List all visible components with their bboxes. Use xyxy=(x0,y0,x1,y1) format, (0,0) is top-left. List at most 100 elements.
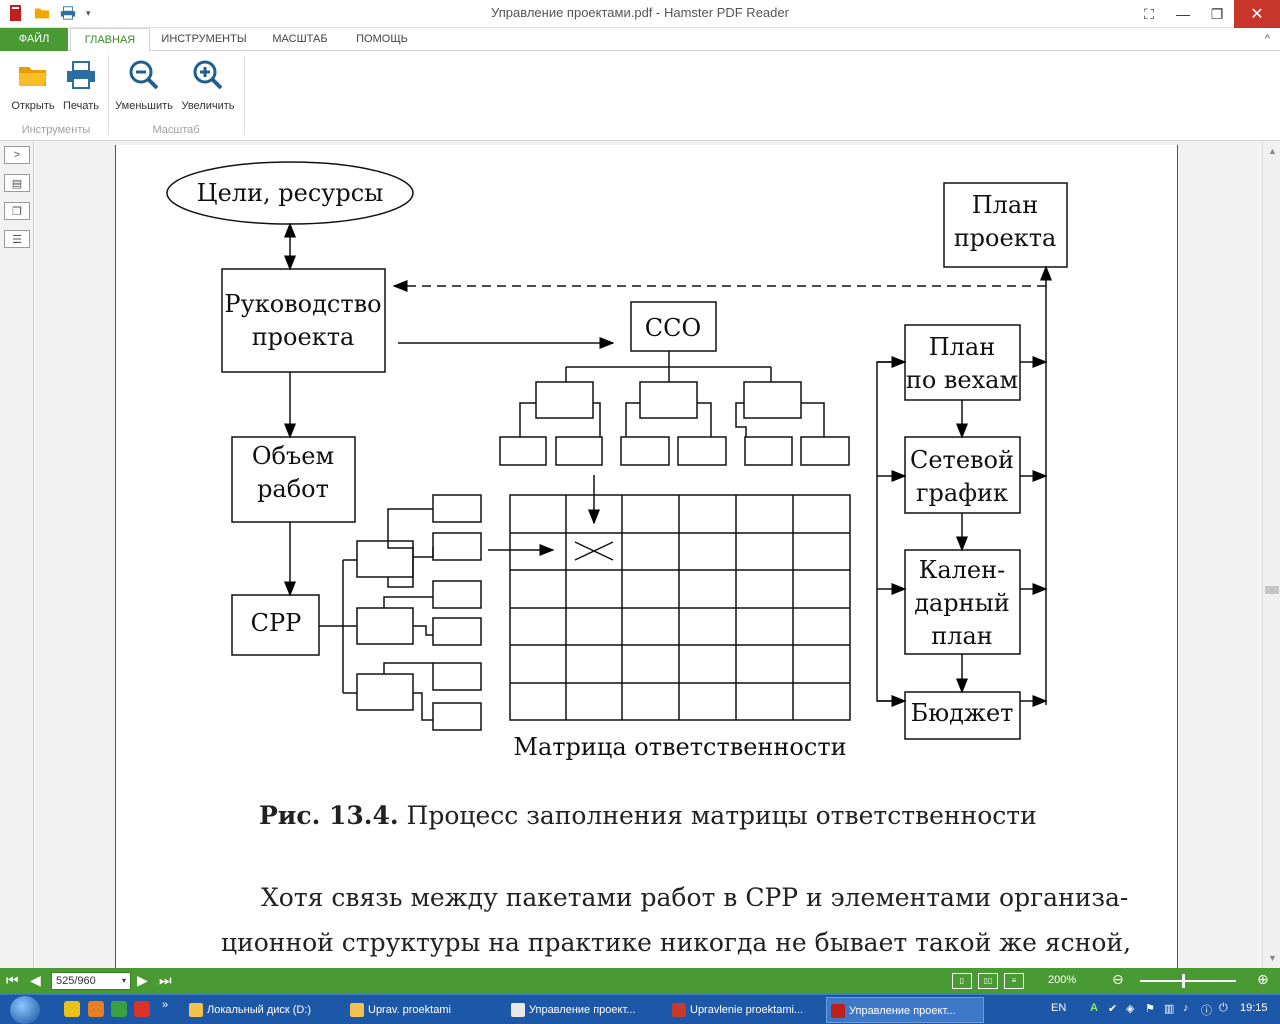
pages-icon[interactable]: ❐ xyxy=(4,202,30,220)
matrix-label: Матрица ответственности xyxy=(513,733,846,761)
yandex-browser-icon[interactable] xyxy=(134,1001,150,1017)
app-logo-icon xyxy=(10,5,21,21)
taskbar-item-hamster-active[interactable]: Управление проект... xyxy=(826,997,984,1023)
prev-page-icon[interactable]: ◀ xyxy=(30,972,41,988)
tab-home[interactable]: ГЛАВНАЯ xyxy=(70,28,150,52)
project-plan-label-1: План xyxy=(972,191,1038,219)
window-controls: ⛶ — ❐ ✕ xyxy=(1132,0,1280,28)
group-separator xyxy=(108,55,109,135)
open-folder-icon[interactable] xyxy=(34,4,50,22)
collapse-ribbon-icon[interactable]: ^ xyxy=(1264,33,1270,45)
hamster-pdf-icon xyxy=(831,1004,845,1018)
paragraph-line: Хотя связь между пакетами работ в СРР и … xyxy=(261,883,1129,912)
bookmarks-icon[interactable]: ☰ xyxy=(4,230,30,248)
folder-icon xyxy=(350,1003,364,1017)
language-indicator[interactable]: EN xyxy=(1051,1002,1067,1014)
quick-access-toolbar: ▾ xyxy=(8,4,91,22)
tab-help[interactable]: ПОМОЩЬ xyxy=(356,33,408,45)
chrome-icon[interactable] xyxy=(64,1001,80,1017)
app-quicklaunch-icon[interactable] xyxy=(111,1001,127,1017)
folder-icon xyxy=(189,1003,203,1017)
pdf-icon xyxy=(672,1003,686,1017)
milestone-plan-label-1: План xyxy=(929,333,995,361)
taskbar-item-folder[interactable]: Uprav. proektami xyxy=(346,997,504,1023)
print-icon[interactable] xyxy=(60,4,76,22)
last-page-icon[interactable]: ⏭ xyxy=(159,972,172,988)
taskbar-item-label: Upravlenie proektami... xyxy=(690,1004,804,1016)
taskbar-item-pdf-2[interactable]: Upravlenie proektami... xyxy=(668,997,826,1023)
page-indicator: 525/960 xyxy=(56,975,96,987)
taskbar-item-pdf-1[interactable]: Управление проект... xyxy=(507,997,665,1023)
tab-scale[interactable]: МАСШТАБ xyxy=(272,33,328,45)
title-bar: ▾ Управление проектами.pdf - Hamster PDF… xyxy=(0,0,1280,28)
qat-customize-icon[interactable]: ▾ xyxy=(86,7,91,18)
zoom-out-button[interactable]: Уменьшить xyxy=(113,57,175,112)
document-viewport[interactable]: Цели, ресурсы План проекта Руководство п… xyxy=(35,141,1262,968)
open-label: Открыть xyxy=(11,100,55,112)
next-page-icon[interactable]: ▶ xyxy=(137,972,148,988)
management-label-1: Руководство xyxy=(224,290,381,318)
responsibility-matrix-diagram: Цели, ресурсы План проекта Руководство п… xyxy=(166,161,1068,761)
print-button[interactable]: Печать xyxy=(56,57,106,112)
single-page-view-icon[interactable]: ▯ xyxy=(952,973,972,989)
tray-info-icon[interactable]: ⓘ xyxy=(1201,1005,1212,1017)
zoom-plus-icon[interactable]: ⊕ xyxy=(1257,971,1269,987)
tray-app-icon[interactable]: A xyxy=(1090,1002,1098,1014)
scope-label-2: работ xyxy=(257,475,329,503)
zoom-in-button[interactable]: Увеличить xyxy=(177,57,239,112)
zoom-out-label: Уменьшить xyxy=(115,100,173,112)
tab-tools[interactable]: ИНСТРУМЕНТЫ xyxy=(161,33,247,45)
side-panel: > ▤ ❐ ☰ xyxy=(0,141,34,968)
tray-network-icon[interactable]: ▥ xyxy=(1164,1003,1175,1015)
scrollbar-thumb[interactable] xyxy=(1265,586,1279,594)
taskbar-item-label: Uprav. proektami xyxy=(368,1004,451,1016)
more-quicklaunch-icon[interactable]: » xyxy=(162,999,169,1011)
figure-caption: Рис. 13.4. Процесс заполнения матрицы от… xyxy=(259,801,1037,830)
project-plan-label-2: проекта xyxy=(954,224,1057,252)
taskbar-item-label: Локальный диск (D:) xyxy=(207,1004,312,1016)
volume-icon[interactable]: ♪ xyxy=(1183,1002,1189,1014)
zoom-slider-track[interactable] xyxy=(1140,980,1236,982)
os-taskbar: » Локальный диск (D:) Uprav. proektami У… xyxy=(0,994,1280,1024)
open-folder-icon xyxy=(19,67,47,86)
zoom-slider-thumb[interactable] xyxy=(1182,974,1185,988)
paragraph-line: ционной структуры на практике никогда не… xyxy=(221,928,1132,957)
fullscreen-button[interactable]: ⛶ xyxy=(1144,5,1154,22)
clock[interactable]: 19:15 xyxy=(1240,1002,1268,1014)
tray-shield-icon[interactable]: ◈ xyxy=(1126,1003,1135,1015)
continuous-view-icon[interactable]: ≡ xyxy=(1004,973,1024,989)
taskbar-item-local-disk[interactable]: Локальный диск (D:) xyxy=(185,997,343,1023)
budget-label: Бюджет xyxy=(911,699,1014,727)
first-page-icon[interactable]: ⏮ xyxy=(6,972,19,988)
start-button[interactable] xyxy=(10,996,40,1024)
page-navigation-bar: ⏮ ◀ 525/960▾ ▶ ⏭ ▯ ▯▯ ≡ 200% ⊖ ⊕ xyxy=(0,968,1280,994)
group-label-scale: Масштаб xyxy=(152,124,200,136)
zoom-minus-icon[interactable]: ⊖ xyxy=(1112,971,1124,987)
document-icon xyxy=(511,1003,525,1017)
zoom-in-label: Увеличить xyxy=(181,100,235,112)
two-page-view-icon[interactable]: ▯▯ xyxy=(978,973,998,989)
thumbnails-icon[interactable]: ▤ xyxy=(4,174,30,192)
goals-resources-label: Цели, ресурсы xyxy=(197,179,384,207)
vertical-scrollbar[interactable]: ▲ ▼ xyxy=(1262,141,1280,968)
milestone-plan-label-2: по вехам xyxy=(906,366,1018,394)
minimize-button[interactable]: — xyxy=(1176,6,1190,22)
restore-button[interactable]: ❐ xyxy=(1210,5,1224,22)
expand-panel-icon[interactable]: > xyxy=(4,146,30,164)
network-label-2: график xyxy=(916,479,1008,507)
open-button[interactable]: Открыть xyxy=(8,57,58,112)
figure-title: Процесс заполнения матрицы ответственнос… xyxy=(398,801,1037,830)
tray-check-icon[interactable]: ✔ xyxy=(1108,1003,1118,1015)
scroll-down-icon[interactable]: ▼ xyxy=(1268,953,1277,963)
sso-label: ССО xyxy=(645,314,701,342)
mail-icon[interactable] xyxy=(88,1001,104,1017)
tab-file[interactable]: ФАЙЛ xyxy=(0,28,68,51)
scroll-up-icon[interactable]: ▲ xyxy=(1268,146,1277,156)
page-dropdown-icon[interactable]: ▾ xyxy=(121,976,126,985)
calendar-label-1: Кален- xyxy=(919,556,1005,584)
tray-flag-icon[interactable]: ⚑ xyxy=(1145,1003,1155,1015)
page-number-input[interactable]: 525/960 ▾ xyxy=(51,972,131,990)
tray-power-icon[interactable]: ⏻ xyxy=(1219,1002,1228,1014)
close-button[interactable]: ✕ xyxy=(1234,0,1280,28)
